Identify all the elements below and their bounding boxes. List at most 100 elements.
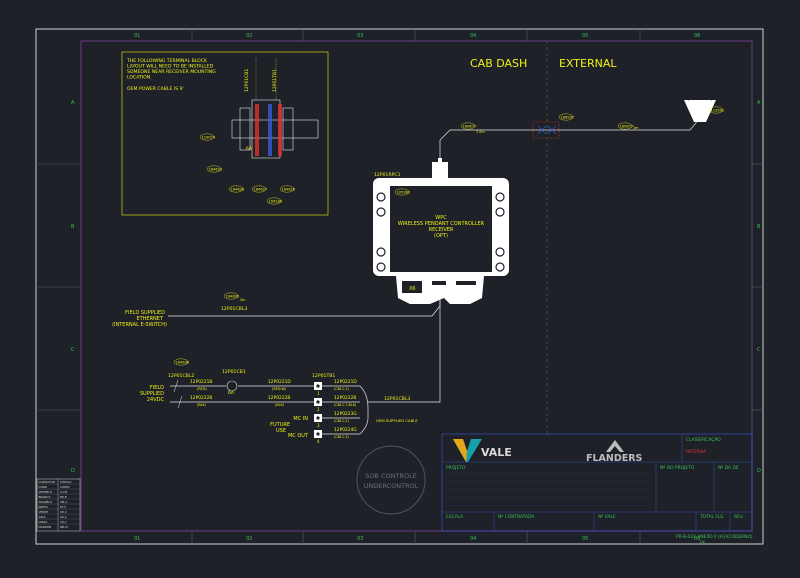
color-table-cell: CINZA	[39, 520, 48, 524]
svg-text:164616: 164616	[282, 187, 296, 191]
ethernet-cable-label: 12P01CBL3	[221, 306, 247, 312]
length-3m: 3m	[633, 126, 639, 130]
row-label-left-d: D	[71, 468, 75, 474]
inner-frame	[80, 40, 753, 532]
svg-text:12P0221B: 12P0221B	[190, 379, 212, 385]
oem-cable-label: OEM SUPPLIED CABLE	[376, 418, 418, 423]
part-168937: 168937	[561, 115, 575, 119]
antenna-cable	[439, 117, 701, 158]
oem-cable-ref: 12P01CBL3	[384, 396, 410, 402]
svg-text:ETHERNET: ETHERNET	[136, 316, 164, 322]
row-label-right-d: D	[757, 468, 761, 474]
col-label-top-2: 02	[246, 33, 252, 39]
column-dividers	[191, 29, 641, 544]
svg-text:(CBL1-3): (CBL1-3)	[334, 435, 349, 439]
circuit-breaker-icon	[226, 380, 238, 392]
power-cable-label: 12P01CBL2	[168, 373, 194, 379]
svg-text:119074: 119074	[202, 135, 216, 139]
color-table-cell: AM,A	[60, 500, 67, 504]
svg-text:FIELD: FIELD	[150, 385, 164, 391]
color-table-cell: CÓDIGO	[60, 479, 72, 484]
col-label-bottom-6: 06	[694, 536, 700, 542]
part-bubble-164636	[173, 358, 189, 366]
svg-text:12P0223G: 12P0223G	[334, 411, 357, 417]
part-164636: 164636	[176, 360, 190, 364]
connector-x6: X6	[409, 286, 416, 292]
row-label-left-b: B	[71, 224, 75, 230]
length-1m: 1.0m	[476, 130, 485, 134]
color-table-cell: BR,B	[60, 495, 67, 499]
svg-text:164626: 164626	[231, 187, 245, 191]
svg-text:SUPPLIED: SUPPLIED	[140, 391, 164, 397]
svg-text:Nº DO PROJETO: Nº DO PROJETO	[660, 465, 695, 471]
col-label-top-3: 03	[357, 33, 363, 39]
col-label-top-1: 01	[134, 33, 140, 39]
svg-text:USE: USE	[276, 428, 286, 434]
color-table-cell: MARROM	[39, 525, 52, 529]
svg-text:1: 1	[317, 391, 320, 396]
col-label-top-4: 04	[470, 33, 476, 39]
part-bubble-164605	[223, 292, 239, 300]
part-105362: 105362	[397, 190, 411, 194]
col-label-top-5: 05	[582, 33, 588, 39]
fuse-label-2: 6A	[228, 390, 235, 396]
outer-frame	[35, 28, 764, 545]
svg-text:RECEIVER: RECEIVER	[429, 227, 454, 233]
row-label-right-c: C	[757, 347, 761, 353]
svg-text:164633: 164633	[209, 167, 223, 171]
stamp-line-1: SOB CONTROLE	[365, 472, 417, 480]
col-label-bottom-3: 03	[357, 536, 363, 542]
color-table-cell: CORES	[60, 485, 70, 489]
part-bubble-168937	[558, 113, 574, 121]
title-block-labels: CLASSIFICAÇÃO PROJETO Nº DO PROJETO Nº D…	[446, 436, 753, 544]
svg-text:4: 4	[317, 439, 320, 444]
color-table-cell: MR,M	[60, 525, 68, 529]
svg-text:PROJETO: PROJETO	[446, 465, 466, 471]
antenna-icon	[684, 100, 716, 122]
wire-labels: 12P0221B (RED) 12P0222B (BLK) 12P0221D (…	[190, 379, 357, 439]
terminal-note-box	[121, 51, 329, 216]
svg-text:12P0222B: 12P0222B	[268, 395, 290, 401]
color-table-cell: VERDE	[39, 510, 49, 514]
svg-text:12P0221D: 12P0221D	[334, 379, 357, 385]
color-table-cell: COND	[39, 485, 47, 489]
svg-text:CLASSIFICAÇÃO: CLASSIFICAÇÃO	[686, 436, 721, 443]
svg-text:2: 2	[317, 407, 320, 412]
row-label-right-b: B	[757, 224, 761, 230]
terminal-label-cb1: 12P01CB1	[244, 69, 250, 92]
svg-text:(BLK): (BLK)	[197, 403, 207, 407]
flanders-logo-text: FLANDERS	[586, 453, 643, 464]
color-table-cell: AZ,A	[60, 515, 67, 519]
part-bubble-113562	[708, 106, 724, 114]
color-table-cell: VD,V	[60, 510, 67, 514]
svg-text:24VDC: 24VDC	[147, 397, 165, 403]
svg-text:(CBL1-2): (CBL1-2)	[334, 419, 349, 423]
vale-logo	[453, 439, 482, 462]
ethernet-cable	[168, 300, 441, 317]
svg-text:Nº CONTRATADA: Nº CONTRATADA	[498, 514, 534, 520]
svg-text:(INTERNAL E-SWITCH): (INTERNAL E-SWITCH)	[112, 322, 167, 328]
cab-dash-header: CAB DASH	[470, 57, 527, 70]
svg-text:(RED-W): (RED-W)	[272, 387, 287, 391]
svg-text:(CBL1-7,BLK): (CBL1-7,BLK)	[334, 403, 357, 407]
color-code-table	[36, 478, 81, 532]
svg-text:12P0222B: 12P0222B	[190, 395, 212, 401]
col-label-bottom-4: 04	[470, 536, 476, 542]
color-table-cell: CZ,C	[60, 520, 67, 524]
svg-text:164627: 164627	[254, 187, 268, 191]
svg-text:(CBL1-1): (CBL1-1)	[334, 387, 349, 391]
vale-logo-text: VALE	[481, 446, 512, 459]
svg-text:ESCALA: ESCALA	[446, 514, 463, 520]
svg-text:FIELD SUPPLIED: FIELD SUPPLIED	[125, 310, 165, 316]
mc-labels: MC IN FUTURE USE MC OUT	[270, 416, 309, 439]
svg-text:(RED): (RED)	[197, 387, 207, 391]
svg-text:LAYOUT WILL NEED TO BE INSTALL: LAYOUT WILL NEED TO BE INSTALLED	[127, 64, 214, 70]
svg-text:OEM POWER CABLE IS 9': OEM POWER CABLE IS 9'	[127, 86, 184, 92]
control-stamp	[356, 445, 426, 515]
svg-text:(OPT): (OPT)	[434, 233, 448, 239]
terminal-block-label: 12P01TB1	[312, 373, 335, 379]
svg-text:(BLK): (BLK)	[275, 403, 285, 407]
svg-text:MC IN: MC IN	[293, 416, 308, 422]
